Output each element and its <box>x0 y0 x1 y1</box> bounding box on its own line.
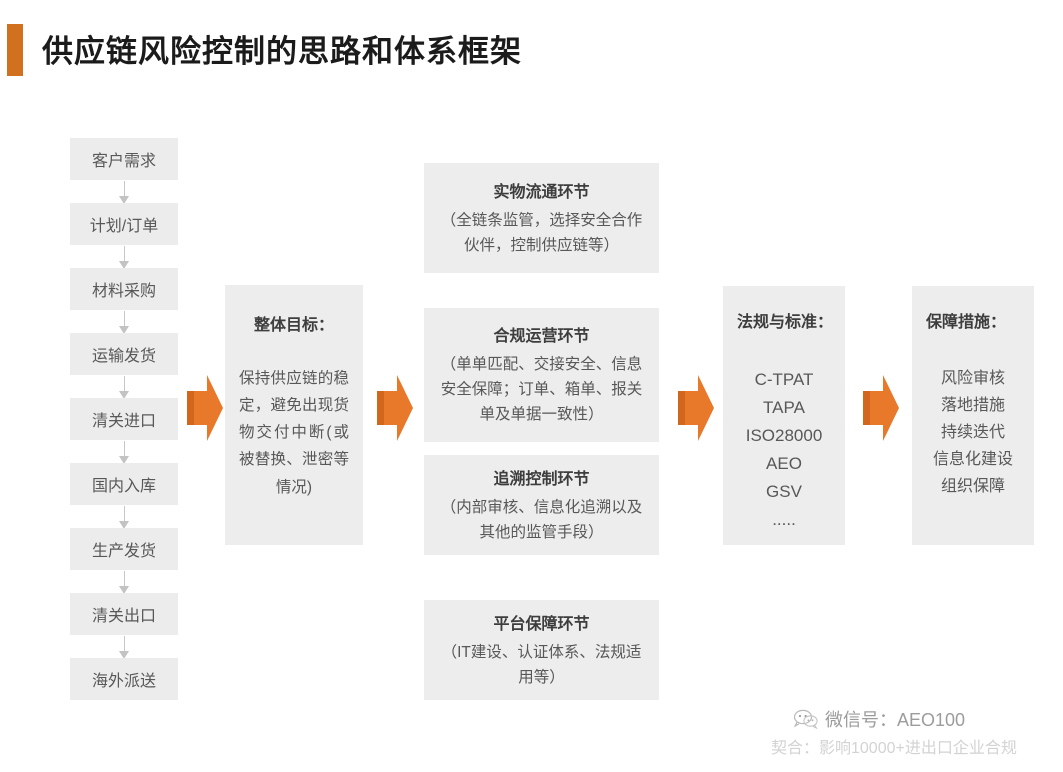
flow-connector-1 <box>118 181 130 204</box>
wechat-icon <box>793 709 819 730</box>
measures-box: 保障措施： 风险审核 落地措施 持续迭代 信息化建设 组织保障 <box>912 286 1034 545</box>
flow-connector-2 <box>118 246 130 269</box>
flow-step-8: 清关出口 <box>70 593 178 635</box>
flow-step-6: 国内入库 <box>70 463 178 505</box>
flow-step-7: 生产发货 <box>70 528 178 570</box>
measures-title: 保障措施： <box>926 314 1007 331</box>
overall-goal-box: 整体目标： 保持供应链的稳定，避免出现货物交付中断(或被替换、泄密等情况) <box>225 285 363 545</box>
flow-step-label: 清关进口 <box>91 413 156 430</box>
standards-item: ISO28000 <box>745 426 823 446</box>
stage-title: 实物流通环节 <box>493 183 590 201</box>
watermark: 微信号：AEO100 契合：影响10000+进出口企业合规 <box>765 698 1055 764</box>
overall-goal-title: 整体目标： <box>253 317 334 334</box>
standards-item: GSV <box>766 482 802 502</box>
flow-step-5: 清关进口 <box>70 398 178 440</box>
flow-step-label: 材料采购 <box>91 283 156 300</box>
flow-connector-3 <box>118 311 130 334</box>
stage-desc: （内部审核、信息化追溯以及其他的监管手段） <box>440 498 643 541</box>
watermark-wechat-line: 微信号：AEO100 <box>793 706 965 732</box>
flow-step-2: 计划/订单 <box>70 203 178 245</box>
stage-desc: （IT建设、认证体系、法规适用等） <box>441 643 642 686</box>
page-title: 供应链风险控制的思路和体系框架 <box>42 34 522 69</box>
flow-step-1: 客户需求 <box>70 138 178 180</box>
stage-box-physical-flow: 实物流通环节 （全链条监管，选择安全合作伙伴，控制供应链等） <box>424 163 659 273</box>
flow-step-3: 材料采购 <box>70 268 178 310</box>
flow-step-4: 运输发货 <box>70 333 178 375</box>
measures-item: 风险审核 <box>940 370 1005 387</box>
measures-item: 信息化建设 <box>932 450 1013 468</box>
flow-connector-7 <box>118 571 130 594</box>
stage-box-compliance-ops: 合规运营环节 （单单匹配、交接安全、信息安全保障；订单、箱单、报关单及单据一致性… <box>424 308 659 442</box>
standards-box: 法规与标准： C-TPAT TAPA ISO28000 AEO GSV ....… <box>723 286 845 545</box>
flow-step-label: 客户需求 <box>91 153 156 170</box>
orange-arrow-2 <box>375 375 415 441</box>
flow-step-label: 海外派送 <box>91 673 156 690</box>
standards-item: C-TPAT <box>754 370 814 389</box>
orange-arrow-4 <box>861 375 901 441</box>
orange-arrow-3 <box>676 375 716 441</box>
flow-step-label: 国内入库 <box>91 478 156 495</box>
flow-step-label: 运输发货 <box>91 348 156 365</box>
measures-item: 组织保障 <box>940 477 1005 495</box>
flow-step-9: 海外派送 <box>70 658 178 700</box>
stage-box-traceability-control: 追溯控制环节 （内部审核、信息化追溯以及其他的监管手段） <box>424 455 659 555</box>
flow-connector-4 <box>118 376 130 399</box>
measures-item: 持续迭代 <box>940 423 1005 441</box>
flow-connector-6 <box>118 506 130 529</box>
stage-title: 合规运营环节 <box>493 328 590 346</box>
orange-arrow-1 <box>185 375 225 441</box>
watermark-wechat-id: 微信号：AEO100 <box>825 710 966 730</box>
flow-connector-8 <box>118 636 130 659</box>
stage-desc: （单单匹配、交接安全、信息安全保障；订单、箱单、报关单及单据一致性） <box>440 356 643 423</box>
measures-item: 落地措施 <box>940 396 1005 414</box>
flow-step-label: 生产发货 <box>91 543 156 560</box>
standards-item: TAPA <box>763 398 805 418</box>
flow-step-label: 计划/订单 <box>89 218 159 235</box>
stage-desc: （全链条监管，选择安全合作伙伴，控制供应链等） <box>440 211 643 254</box>
flow-step-label: 清关出口 <box>91 608 156 625</box>
overall-goal-text: 保持供应链的稳定，避免出现货物交付中断(或被替换、泄密等情况) <box>239 370 349 496</box>
standards-item: ..... <box>772 510 796 530</box>
stage-box-platform-assurance: 平台保障环节 （IT建设、认证体系、法规适用等） <box>424 600 659 700</box>
watermark-tagline: 契合：影响10000+进出口企业合规 <box>771 740 1017 757</box>
standards-item: AEO <box>766 454 802 474</box>
standards-title: 法规与标准： <box>737 314 834 331</box>
stage-title: 追溯控制环节 <box>493 470 590 488</box>
flow-connector-5 <box>118 441 130 464</box>
stage-title: 平台保障环节 <box>493 615 590 633</box>
title-accent-bar <box>7 24 23 76</box>
